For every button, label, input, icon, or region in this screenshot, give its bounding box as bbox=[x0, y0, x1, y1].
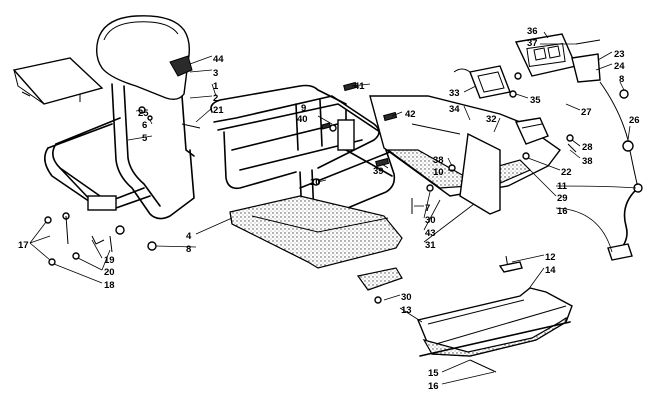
rack-hardware bbox=[138, 81, 456, 251]
callout-c36: 36 bbox=[527, 26, 538, 37]
callout-c40: 40 bbox=[297, 114, 308, 125]
callout-c6: 6 bbox=[142, 120, 147, 131]
callout-c32: 32 bbox=[486, 114, 497, 125]
callout-c18: 18 bbox=[104, 280, 115, 291]
callout-c15: 15 bbox=[428, 368, 439, 379]
callout-c21: 21 bbox=[213, 105, 224, 116]
rack-base-plate bbox=[229, 195, 403, 269]
callout-c37: 37 bbox=[527, 38, 538, 49]
callout-c39: 39 bbox=[373, 166, 384, 177]
callout-c44: 44 bbox=[213, 54, 224, 65]
callout-c27: 27 bbox=[581, 107, 592, 118]
callout-c30b: 30 bbox=[401, 292, 412, 303]
callout-c10b: 10 bbox=[310, 177, 321, 188]
callout-c11: 11 bbox=[557, 181, 568, 192]
taillight-bracket bbox=[514, 39, 629, 160]
callout-c5: 5 bbox=[142, 133, 148, 144]
callout-c30a: 30 bbox=[425, 215, 436, 226]
leader-lines bbox=[29, 31, 637, 385]
callout-c25: 25 bbox=[138, 108, 149, 119]
clip-plate bbox=[356, 267, 403, 304]
callout-c1: 1 bbox=[213, 81, 219, 92]
callout-c20: 20 bbox=[104, 267, 115, 278]
callout-c41: 41 bbox=[354, 81, 365, 92]
callout-c19: 19 bbox=[104, 255, 115, 266]
callout-c16b: 16 bbox=[428, 381, 439, 392]
callout-c2: 2 bbox=[213, 93, 218, 104]
callout-c14: 14 bbox=[545, 265, 556, 276]
callout-c38a: 38 bbox=[582, 156, 593, 167]
callout-c29: 29 bbox=[557, 193, 568, 204]
callout-c17: 17 bbox=[18, 240, 29, 251]
callout-c8b: 8 bbox=[186, 244, 191, 255]
callout-c35: 35 bbox=[530, 95, 541, 106]
callout-c31: 31 bbox=[425, 240, 436, 251]
callout-c42: 42 bbox=[405, 109, 416, 120]
callout-c9: 9 bbox=[301, 103, 306, 114]
callout-c24: 24 bbox=[614, 61, 625, 72]
callout-c7: 7 bbox=[425, 203, 430, 214]
callout-c34: 34 bbox=[449, 104, 460, 115]
rear-bumper bbox=[417, 255, 573, 373]
callout-c10a: 10 bbox=[433, 167, 444, 178]
callout-c16a: 16 bbox=[557, 206, 568, 217]
callout-c43: 43 bbox=[425, 228, 436, 239]
wiring-harness bbox=[599, 81, 643, 261]
callout-c26: 26 bbox=[629, 115, 640, 126]
callout-c38b: 38 bbox=[433, 155, 444, 166]
callout-c28: 28 bbox=[582, 142, 593, 153]
callout-c4: 4 bbox=[186, 231, 192, 242]
callout-c8a: 8 bbox=[619, 74, 624, 85]
backrest-pad bbox=[95, 15, 193, 101]
seat-hardware bbox=[44, 212, 125, 266]
callout-c23: 23 bbox=[614, 49, 625, 60]
seat-frame bbox=[44, 83, 195, 220]
callout-c12: 12 bbox=[545, 252, 556, 263]
callout-c3: 3 bbox=[213, 68, 218, 79]
callout-c33: 33 bbox=[449, 88, 460, 99]
callout-c22: 22 bbox=[561, 167, 572, 178]
seat-plate bbox=[12, 57, 104, 105]
callout-c13: 13 bbox=[401, 305, 412, 316]
